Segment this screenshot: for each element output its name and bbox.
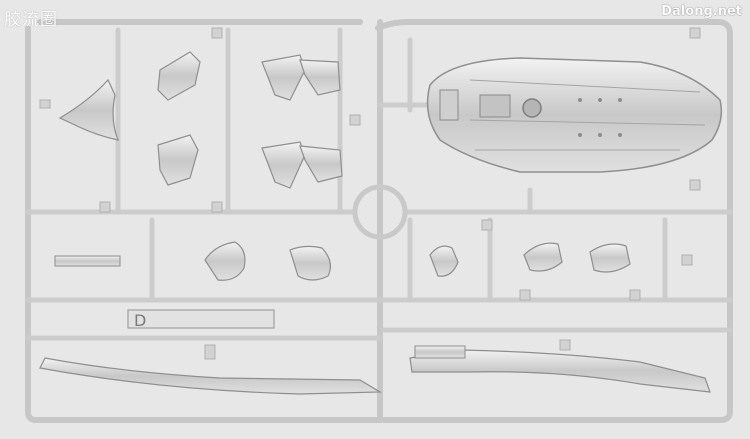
long-rail-left	[39, 357, 383, 395]
long-rail-right	[409, 345, 711, 393]
sprue-runners	[25, 27, 733, 341]
bracket-part	[429, 245, 459, 277]
leg-part-lower	[261, 141, 343, 189]
chassis-part	[426, 57, 723, 173]
runner-ring	[352, 184, 408, 240]
clip-part-right	[589, 243, 631, 273]
watermark-left: 胶流圈	[4, 10, 58, 30]
clip-part-left	[523, 242, 563, 272]
watermark-right: Dalong.net	[661, 4, 742, 19]
wing-part-left	[58, 78, 119, 141]
armor-plate-lower	[157, 134, 199, 186]
bar-part	[54, 255, 121, 267]
armor-plate-upper	[157, 51, 201, 101]
sprue-letter-plate	[127, 309, 275, 329]
leg-part-upper	[261, 54, 341, 101]
sprue-frame	[25, 19, 733, 423]
sprue-letter: D	[134, 311, 146, 330]
joint-part-left	[204, 241, 246, 281]
joint-part-right	[289, 245, 332, 281]
gate-tabs	[39, 27, 701, 360]
